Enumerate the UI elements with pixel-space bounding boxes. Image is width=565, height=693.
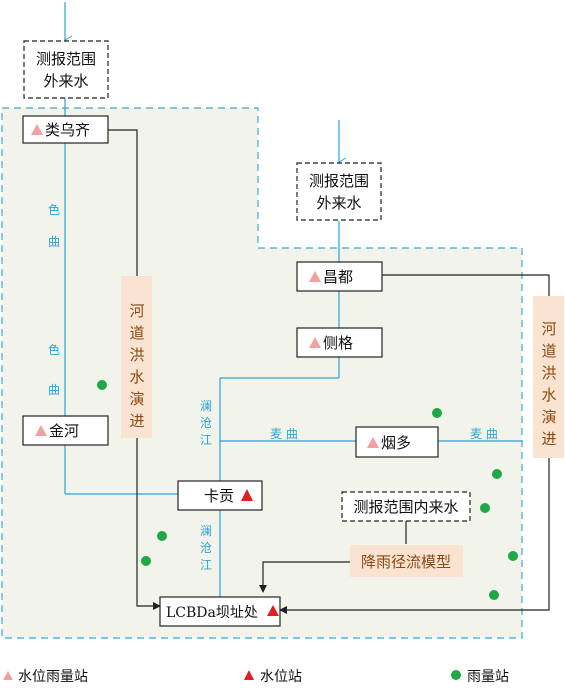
flood-routing-right-char-1: 河 [541, 320, 556, 338]
station-cege[interactable]: 侧格 [296, 327, 383, 358]
rain-station-icon [141, 556, 151, 566]
river-lancang-lower-char-2: 沧 [200, 540, 212, 555]
rain-gauge-stations [97, 380, 518, 600]
combo-station-icon [309, 337, 321, 348]
legend-combo-station-label: 水位雨量站 [18, 669, 88, 685]
rain-station-icon [508, 551, 518, 561]
river-sequ-upper-char-1: 色 [48, 203, 60, 217]
station-cege-label: 侧格 [323, 334, 353, 352]
station-yanduo[interactable]: 烟多 [355, 426, 439, 458]
legend-combo-station-icon [3, 671, 13, 680]
rain-station-icon [489, 590, 499, 600]
combo-station-icon [31, 124, 43, 135]
river-network [64, 98, 522, 597]
inner-inflow-box: 测报范围内来水 [341, 491, 471, 522]
station-kagong-label: 卡贡 [204, 487, 234, 505]
river-lancang-upper-char-3: 江 [200, 433, 212, 447]
river-sequ-lower-char-1: 色 [48, 343, 60, 357]
river-maiqu-right: 麦 曲 [470, 427, 498, 441]
rain-station-icon [97, 380, 107, 390]
station-leiwuqi-label: 类乌齐 [45, 121, 90, 139]
station-dam-label: LCBDa坝址处 [166, 605, 258, 621]
flood-routing-left-char-6: 进 [129, 412, 144, 430]
external-inflow-box-2: 测报范围 外来水 [296, 162, 382, 221]
station-kagong[interactable]: 卡贡 [177, 480, 263, 511]
legend-rain-station-icon [451, 670, 461, 680]
level-station-icon [241, 489, 253, 501]
external-inflow-box-1: 测报范围 外来水 [23, 40, 109, 99]
flood-routing-left-char-3: 洪 [129, 346, 144, 364]
rain-station-icon [492, 469, 502, 479]
flood-routing-right-char-3: 洪 [541, 364, 556, 382]
legend-rain-station-label: 雨量站 [467, 669, 509, 685]
legend: 水位雨量站 水位站 雨量站 [3, 669, 509, 685]
flood-routing-left-char-2: 道 [129, 324, 144, 342]
inner-inflow-label: 测报范围内来水 [353, 498, 458, 516]
flood-routing-box-left[interactable]: 河 道 洪 水 演 进 [121, 276, 152, 438]
rain-station-icon [432, 408, 442, 418]
station-leiwuqi[interactable]: 类乌齐 [22, 115, 109, 144]
river-lancang-upper-char-2: 沧 [200, 415, 212, 430]
flood-routing-right-char-6: 进 [541, 430, 556, 448]
station-changdu-label: 昌都 [323, 268, 353, 286]
legend-level-station-icon [244, 670, 254, 680]
flood-routing-right-char-4: 水 [541, 386, 556, 404]
combo-station-icon [35, 425, 47, 436]
external-inflow-1-line1: 测报范围 [36, 50, 96, 68]
river-lancang-lower-char-1: 澜 [200, 524, 212, 538]
flood-routing-left-char-4: 水 [129, 368, 144, 386]
flood-routing-right-char-2: 道 [541, 342, 556, 360]
combo-station-icon [367, 437, 379, 448]
combo-station-icon [309, 271, 321, 282]
station-jinhe[interactable]: 金河 [22, 415, 109, 446]
rain-station-icon [480, 503, 490, 513]
external-inflow-1-line2: 外来水 [43, 72, 88, 90]
rainfall-runoff-model-box[interactable]: 降雨径流模型 [350, 545, 463, 577]
rainfall-runoff-model-label: 降雨径流模型 [361, 553, 451, 571]
station-changdu[interactable]: 昌都 [296, 261, 383, 292]
river-lancang-upper-char-1: 澜 [200, 399, 212, 413]
legend-level-station-label: 水位站 [260, 669, 302, 685]
external-inflow-2-line2: 外来水 [316, 194, 361, 212]
flood-routing-box-right[interactable]: 河 道 洪 水 演 进 [533, 296, 564, 458]
station-yanduo-label: 烟多 [381, 434, 411, 452]
rain-station-icon [157, 531, 167, 541]
river-labels: 色 曲 色 曲 澜 沧 江 澜 沧 江 麦 曲 麦 曲 [48, 203, 498, 572]
flood-routing-right-char-5: 演 [541, 408, 556, 426]
river-lancang-lower-char-3: 江 [200, 558, 212, 572]
station-jinhe-label: 金河 [49, 422, 79, 440]
external-inflow-2-line1: 测报范围 [309, 172, 369, 190]
station-dam-site[interactable]: LCBDa坝址处 [159, 596, 281, 627]
river-sequ-lower-char-2: 曲 [48, 383, 60, 397]
flood-routing-left-char-1: 河 [129, 302, 144, 320]
flood-routing-left-char-5: 演 [129, 390, 144, 408]
river-sequ-upper-char-2: 曲 [48, 235, 60, 249]
level-station-icon [267, 605, 279, 616]
river-maiqu-left: 麦 曲 [270, 427, 298, 441]
